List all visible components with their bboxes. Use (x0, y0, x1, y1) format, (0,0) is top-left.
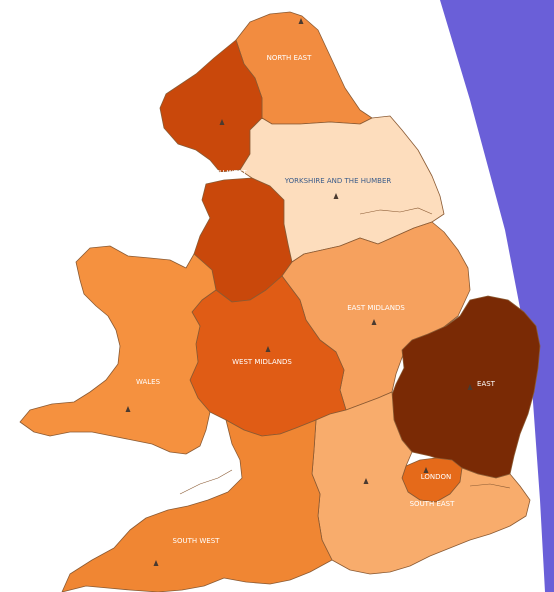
label-north-east: NORTH EAST (267, 54, 313, 62)
marker-icon-south-east (363, 478, 369, 484)
marker-icon-north-east (298, 18, 304, 24)
region-south-west[interactable] (61, 419, 333, 592)
label-south-west: SOUTH WEST (173, 537, 221, 545)
marker-icon-east (467, 384, 473, 390)
label-north-west: URTH WEST (205, 169, 247, 177)
marker-icon-wales (125, 406, 131, 412)
labels-layer: NORTH EAST URTH WEST YORKSHIRE AND THE HUM… (136, 54, 496, 545)
region-south-east[interactable] (311, 391, 531, 575)
severn-estuary-detail (179, 469, 233, 495)
marker-icon-london (423, 467, 429, 473)
region-wales[interactable] (19, 245, 217, 455)
label-east: EAST (477, 380, 496, 388)
regions-layer (19, 11, 541, 592)
coastline-details (179, 207, 511, 495)
label-wales: WALES (136, 378, 161, 386)
thames-estuary-detail (469, 483, 511, 489)
label-south-east: SOUTH EAST (410, 500, 455, 508)
marker-icon-south-west (153, 560, 159, 566)
marker-icon-north-west (219, 119, 225, 125)
marker-icon-east-midlands (371, 319, 377, 325)
markers-layer (125, 18, 473, 566)
marker-icon-west-midlands (265, 346, 271, 352)
label-east-midlands: EAST MIDLANDS (347, 304, 405, 312)
label-west-midlands: WEST MIDLANDS (232, 358, 292, 366)
label-yorkshire-and-the-humber: YORKSHIRE AND THE HUMBER (284, 177, 392, 185)
marker-icon-yorkshire-and-the-humber (333, 193, 339, 199)
humber-estuary-detail (359, 207, 433, 215)
label-london: LONDON (421, 473, 452, 481)
accent-panel (440, 0, 554, 592)
